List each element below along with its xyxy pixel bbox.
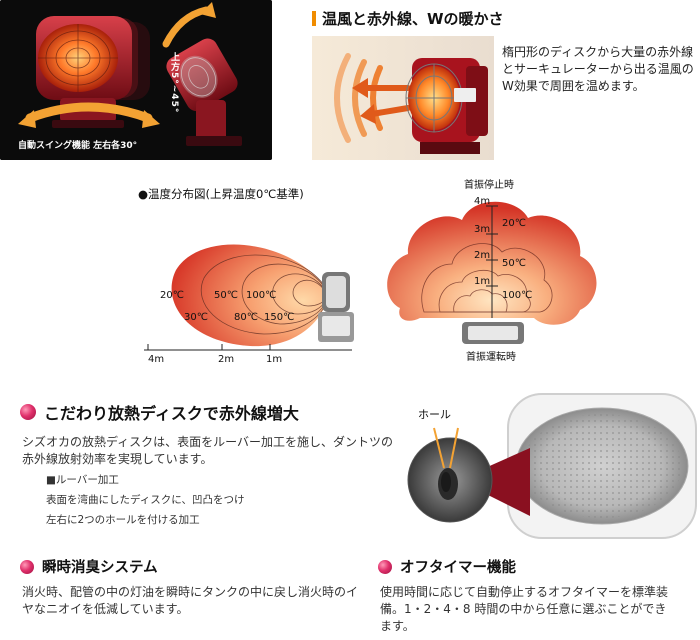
height-label-4m: 4m [474,196,490,207]
height-label-3m: 3m [474,224,490,235]
side-label-50: 50℃ [214,290,238,301]
swing-caption: 自動スイング機能 左右各30° [18,141,138,151]
height-label-1m: 1m [474,276,490,287]
distance-label-4m: 4m [148,354,164,365]
height-label-2m: 2m [474,250,490,261]
warm-photo [312,36,494,160]
disk-sub-line2: 左右に2つのホールを付ける加工 [46,514,200,526]
temp-diagram-title: ●温度分布図(上昇温度0℃基準) [138,187,304,201]
disk-body: シズオカの放熱ディスクは、表面をルーバー加工を施し、ダントツの赤外線放射効率を実… [22,435,394,466]
warm-heading-text: 温風と赤外線、Wの暖かさ [322,10,504,28]
disk-sub-title: ■ルーバー加工 [46,474,119,486]
temp-distribution-diagram: 20℃ 30℃ 50℃ 80℃ 100℃ 150℃ 4m 2m 1m 首振停止時… [144,178,597,365]
disk-sub-line1: 表面を湾曲にしたディスクに、凹凸をつけ [46,494,245,506]
deodor-body: 消火時、配管の中の灯油を瞬時にタンクの中に戻し消火時のイヤなニオイを低減していま… [22,585,359,616]
top-temp-20: 20℃ [502,218,526,229]
warm-description: 楕円形のディスクから大量の赤外線とサーキュレーターから出る温風のW効果で周囲を温… [502,45,694,93]
distance-label-2m: 2m [218,354,234,365]
bullet-dot-icon [20,559,34,574]
disk-heading-text: こだわり放熱ディスクで赤外線増大 [44,404,299,423]
deodor-heading: 瞬時消臭システム [20,556,158,577]
side-label-100: 100℃ [246,290,276,301]
hole-label: ホール [418,408,451,421]
side-label-20: 20℃ [160,290,184,301]
timer-heading: オフタイマー機能 [378,556,516,577]
bullet-dot-icon [20,404,36,420]
side-label-150: 150℃ [264,312,294,323]
heater-swing-illustration [0,0,272,160]
top-temp-100: 100℃ [502,290,532,301]
disk-illustration [407,393,697,539]
disk-heading: こだわり放熱ディスクで赤外線増大 [20,400,299,424]
top-temp-50: 50℃ [502,258,526,269]
deodor-heading-text: 瞬時消臭システム [42,560,158,576]
top-caption: 首振停止時 [464,178,514,191]
tilt-caption: 上方5°~45° [169,52,179,114]
timer-heading-text: オフタイマー機能 [400,560,516,576]
bottom-caption: 首振運転時 [466,350,516,363]
heading-accent-bar [312,11,316,26]
side-label-30: 30℃ [184,312,208,323]
warm-heading: 温風と赤外線、Wの暖かさ [312,8,504,29]
bullet-dot-icon [378,559,392,574]
side-label-80: 80℃ [234,312,258,323]
heater-warm-illustration [312,36,494,160]
distance-label-1m: 1m [266,354,282,365]
swing-photo: 上方5°~45° 自動スイング機能 左右各30° [0,0,272,160]
timer-body: 使用時間に応じて自動停止するオフタイマーを標準装備。1・2・4・8 時間の中から… [380,585,669,633]
